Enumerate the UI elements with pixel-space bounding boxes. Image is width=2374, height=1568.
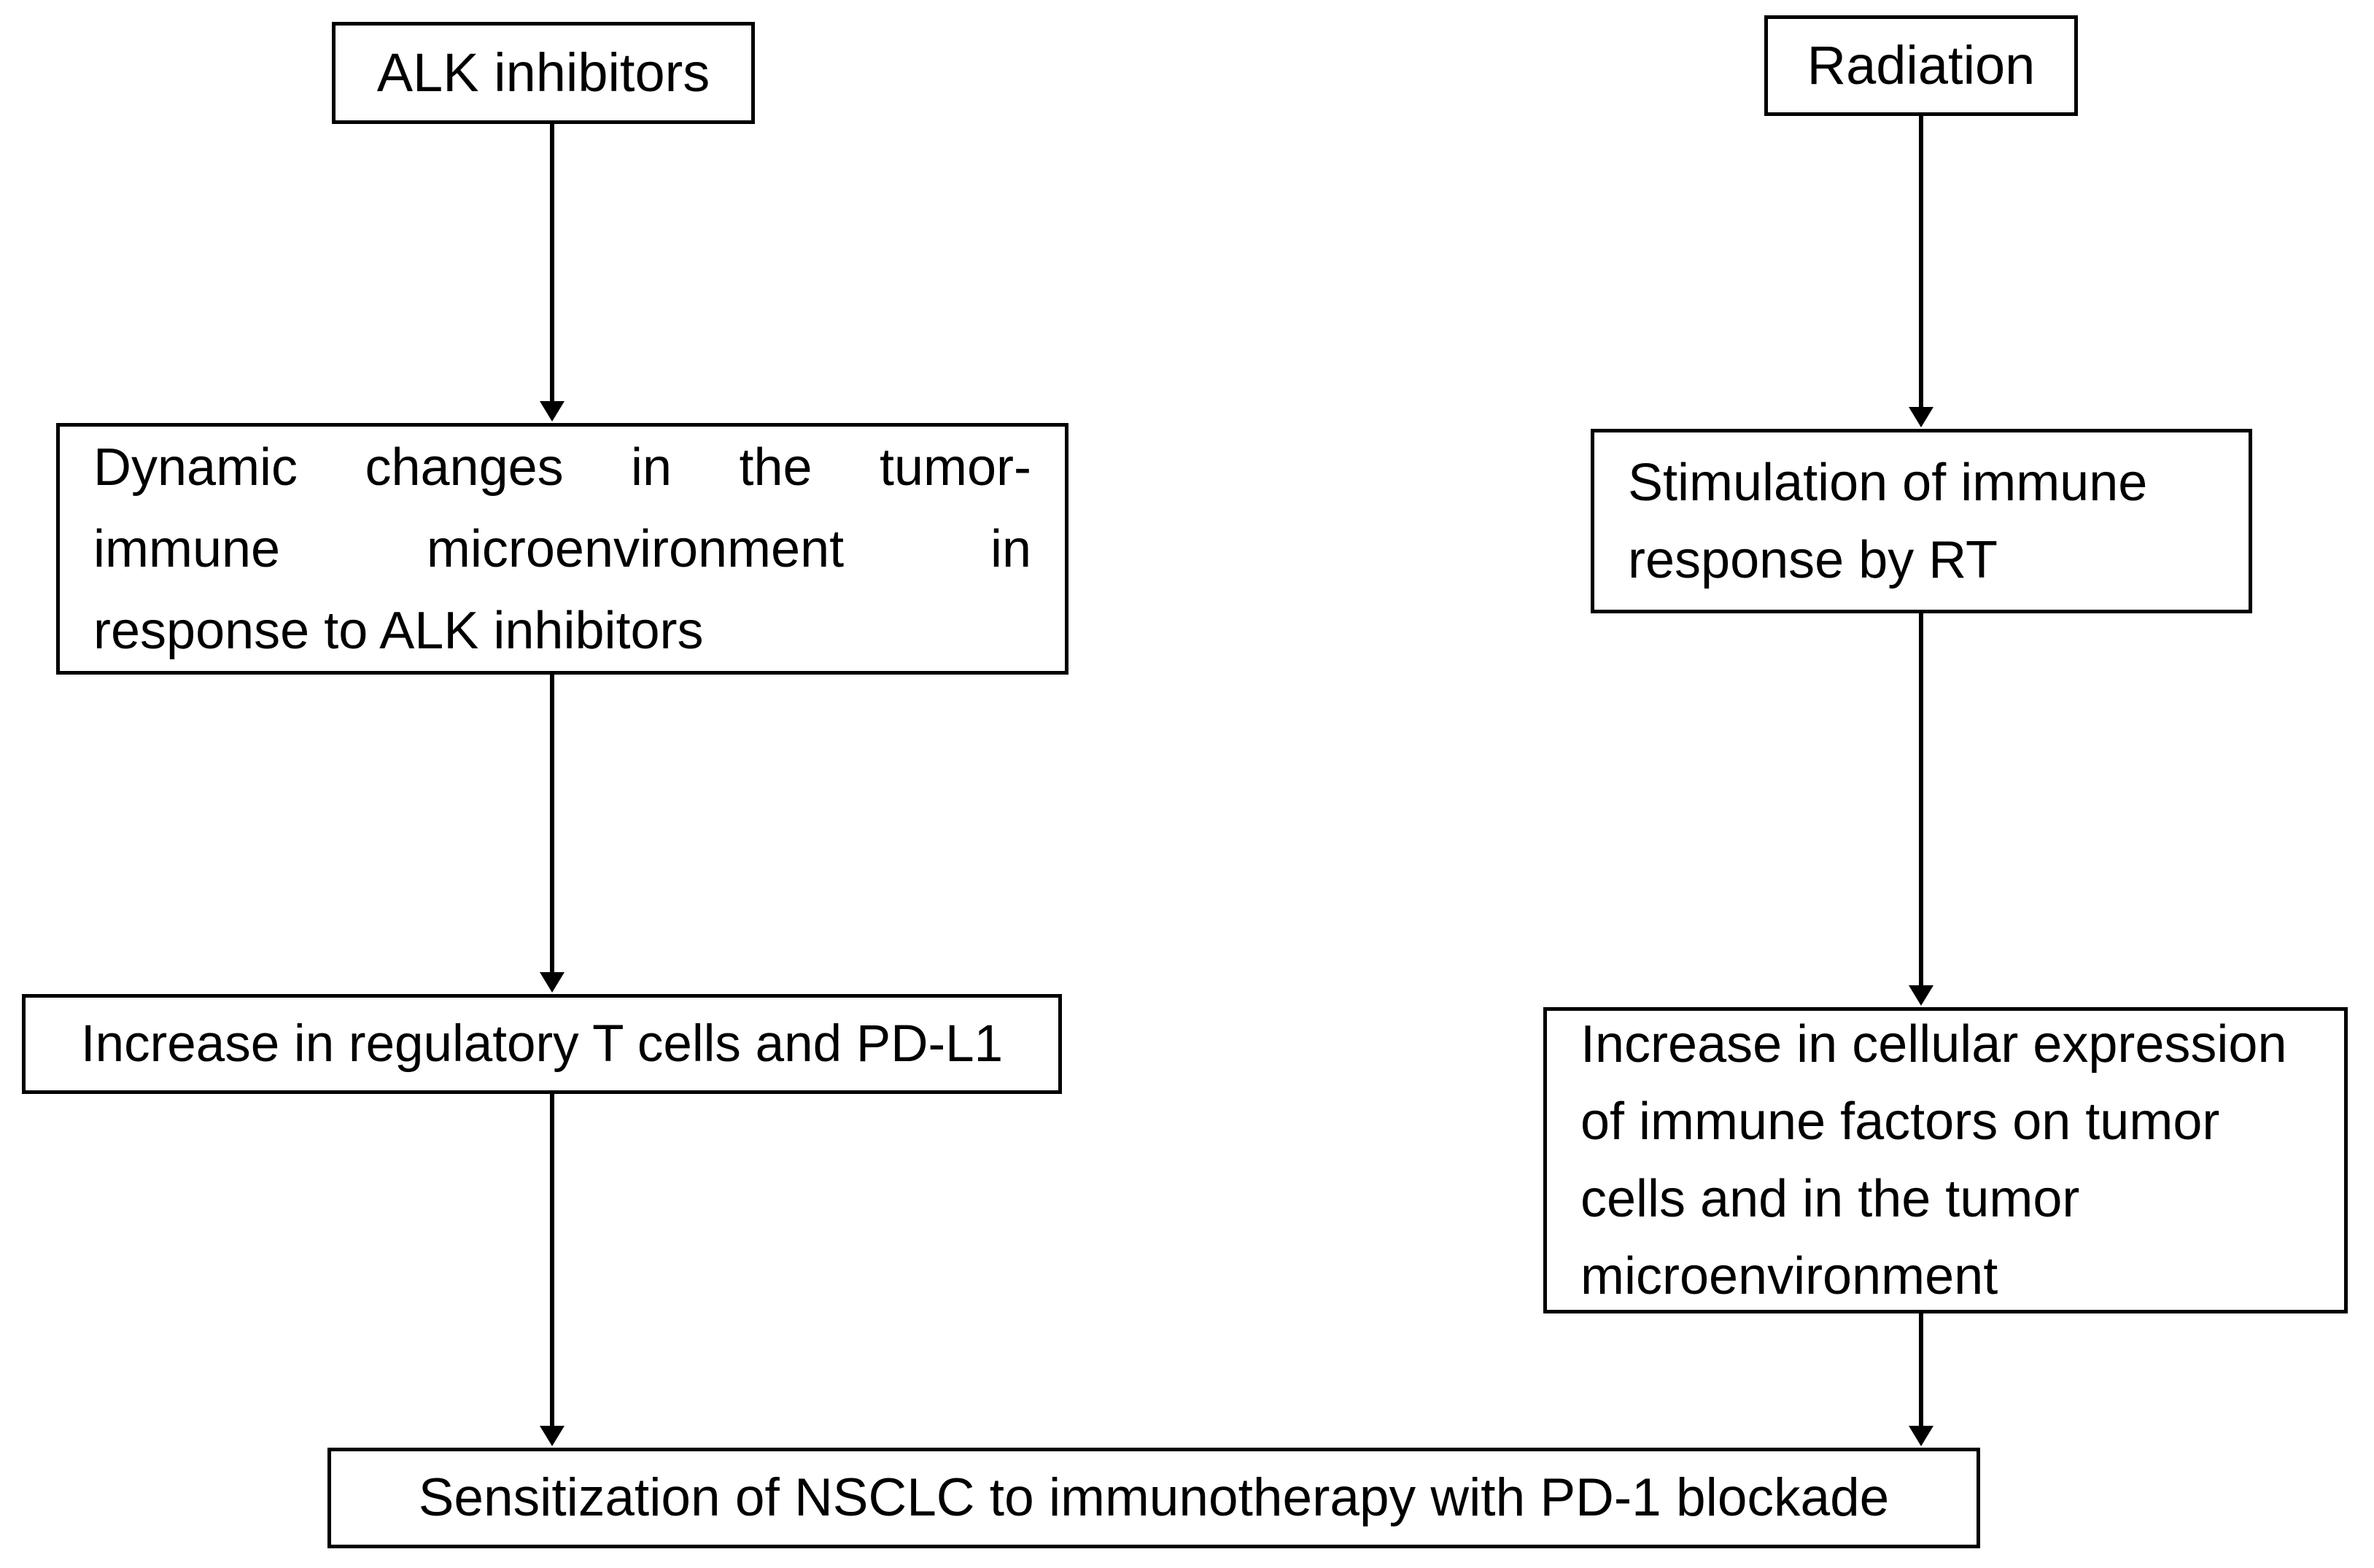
arrow-dynamic-to-treg	[539, 675, 565, 993]
arrow-shaft	[550, 1094, 554, 1429]
node-sensitization-outcome-label: Sensitization of NSCLC to immunotherapy …	[418, 1468, 1890, 1528]
node-treg-pdl1-increase: Increase in regulatory T cells and PD-L1	[22, 994, 1062, 1094]
node-dynamic-changes: Dynamic changes in the tumor- immune mic…	[56, 423, 1068, 675]
arrow-radiation-to-stimulation	[1908, 116, 1934, 427]
arrow-head-icon	[540, 972, 565, 993]
arrow-factors-to-outcome	[1908, 1313, 1934, 1446]
arrow-head-icon	[1909, 407, 1933, 427]
node-radiation-label: Radiation	[1807, 34, 2036, 96]
node-immune-factors-increase: Increase in cellular expression of immun…	[1543, 1007, 2348, 1313]
arrow-shaft	[550, 124, 554, 404]
arrow-shaft	[1919, 116, 1923, 410]
arrow-head-icon	[1909, 1426, 1933, 1446]
arrow-head-icon	[540, 1426, 565, 1446]
node-alk-inhibitors: ALK inhibitors	[332, 22, 755, 124]
node-radiation: Radiation	[1764, 15, 2078, 116]
node-sensitization-outcome: Sensitization of NSCLC to immunotherapy …	[327, 1448, 1980, 1548]
node-dynamic-changes-line3: response to ALK inhibitors	[93, 601, 704, 660]
arrow-stimulation-to-factors	[1908, 613, 1934, 1006]
node-alk-inhibitors-label: ALK inhibitors	[376, 42, 710, 103]
arrow-alk-to-dynamic	[539, 124, 565, 422]
arrow-head-icon	[1909, 985, 1933, 1006]
node-treg-pdl1-increase-label: Increase in regulatory T cells and PD-L1	[80, 1014, 1004, 1073]
node-rt-stimulation: Stimulation of immune response by RT	[1591, 429, 2252, 613]
node-dynamic-changes-line2: immune microenvironment in	[93, 519, 1031, 578]
arrow-head-icon	[540, 401, 565, 422]
arrow-shaft	[1919, 1313, 1923, 1429]
node-immune-factors-increase-label: Increase in cellular expression of immun…	[1580, 1015, 2287, 1305]
arrow-shaft	[1919, 613, 1923, 988]
node-dynamic-changes-line1: Dynamic changes in the tumor-	[93, 438, 1031, 497]
node-rt-stimulation-label: Stimulation of immune response by RT	[1628, 453, 2148, 589]
arrow-shaft	[550, 675, 554, 975]
arrow-treg-to-outcome	[539, 1094, 565, 1446]
